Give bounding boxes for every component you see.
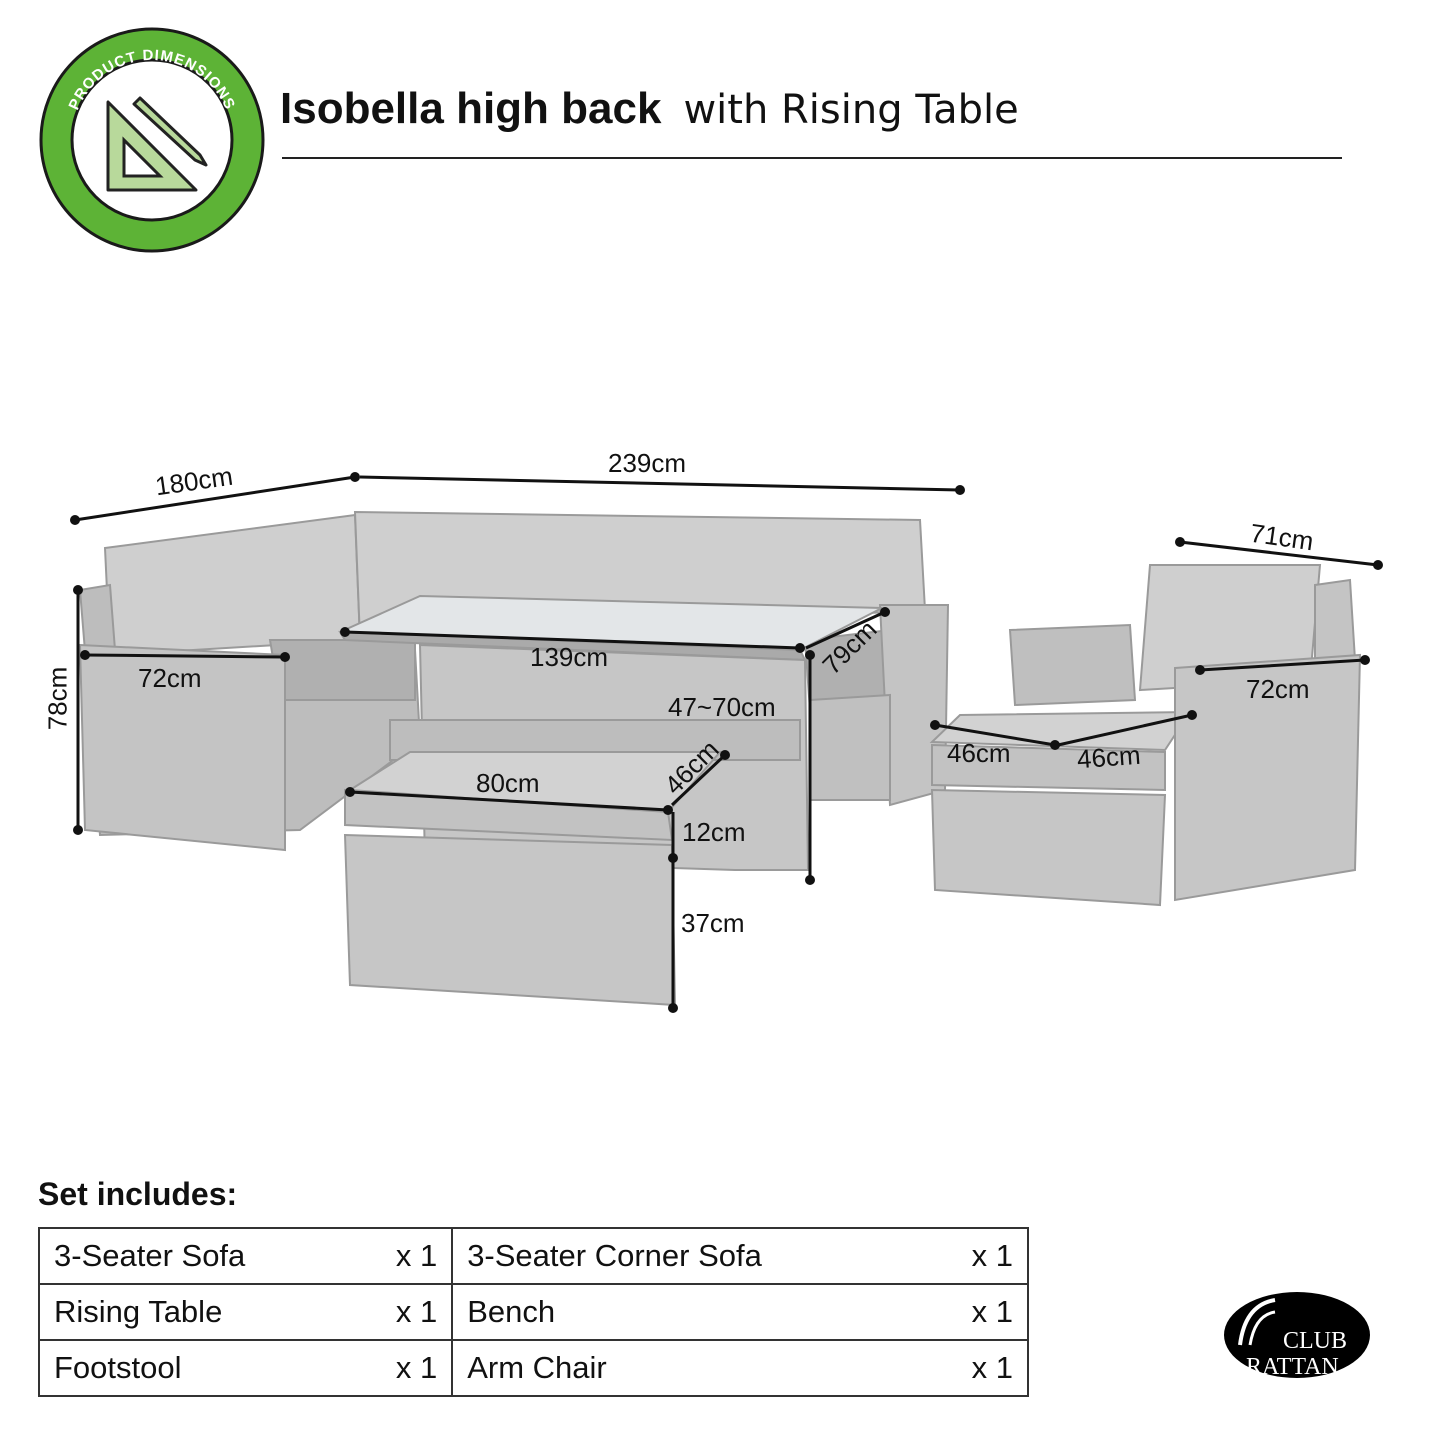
item-qty: x 1 [395,1238,438,1273]
item-qty: x 1 [971,1350,1013,1385]
title-divider [282,157,1342,159]
table-cell: Bench x 1 [451,1283,1029,1341]
badge-text: PRODUCT DIMENSIONS [66,47,238,113]
item-name: Footstool [54,1350,182,1385]
item-name: 3-Seater Corner Sofa [467,1238,762,1273]
dim-table-length: 139cm [530,642,609,672]
arm-chair-illustration [1008,564,1362,902]
page-title: Isobella high back with Rising Table [280,84,1019,134]
table-cell: Footstool x 1 [37,1339,454,1397]
table-row: Footstool x 1 Arm Chair x 1 [37,1339,1029,1397]
dim-bench-height: 37cm [681,908,745,938]
item-qty: x 1 [971,1238,1013,1273]
corner-sofa-illustration [78,510,950,852]
dim-stool-depth: 46cm [1075,739,1142,775]
dim-cushion-height: 12cm [682,817,746,847]
dim-chair-width: 71cm [1248,517,1316,557]
table-row: 3-Seater Sofa x 1 3-Seater Corner Sofa x 1 [37,1227,1029,1285]
dim-sofa-height: 78cm [42,666,73,731]
dim-table-depth: 79cm [816,614,883,681]
item-qty: x 1 [395,1294,438,1329]
dim-stool-width: 46cm [947,738,1011,768]
rising-table-illustration [338,594,883,871]
title-sub: with Rising Table [683,87,1019,133]
dim-bench-length: 80cm [476,768,540,798]
item-name: 3-Seater Sofa [54,1238,246,1273]
svg-text:PRODUCT DIMENSIONS: PRODUCT DIMENSIONS [66,47,239,113]
set-square-pencil-icon [106,96,208,192]
dim-sofa-length: 239cm [608,448,687,478]
svg-text:RATTAN: RATTAN [1246,1354,1339,1380]
item-qty: x 1 [395,1350,438,1385]
table-cell: Arm Chair x 1 [451,1339,1029,1397]
dim-chair-depth: 72cm [1246,674,1310,704]
svg-text:CLUB: CLUB [1283,1328,1347,1354]
item-name: Bench [467,1294,556,1329]
dim-bench-depth: 46cm [658,734,725,801]
table-cell: 3-Seater Corner Sofa x 1 [451,1227,1029,1285]
dim-table-height: 47~70cm [668,692,776,722]
item-name: Arm Chair [467,1350,607,1385]
dim-corner-width: 180cm [153,460,235,502]
title-main: Isobella high back [280,84,662,133]
table-cell: Rising Table x 1 [37,1283,454,1341]
dim-sofa-depth: 72cm [138,663,202,693]
item-qty: x 1 [971,1294,1013,1329]
table-cell: 3-Seater Sofa x 1 [37,1227,454,1285]
table-row: Rising Table x 1 Bench x 1 [37,1283,1029,1341]
set-includes-table: 3-Seater Sofa x 1 3-Seater Corner Sofa x 1… [37,1227,1029,1397]
club-rattan-logo: CLUB RATTAN [1224,1292,1370,1380]
set-includes-heading: Set includes: [38,1176,238,1212]
item-name: Rising Table [54,1294,223,1329]
